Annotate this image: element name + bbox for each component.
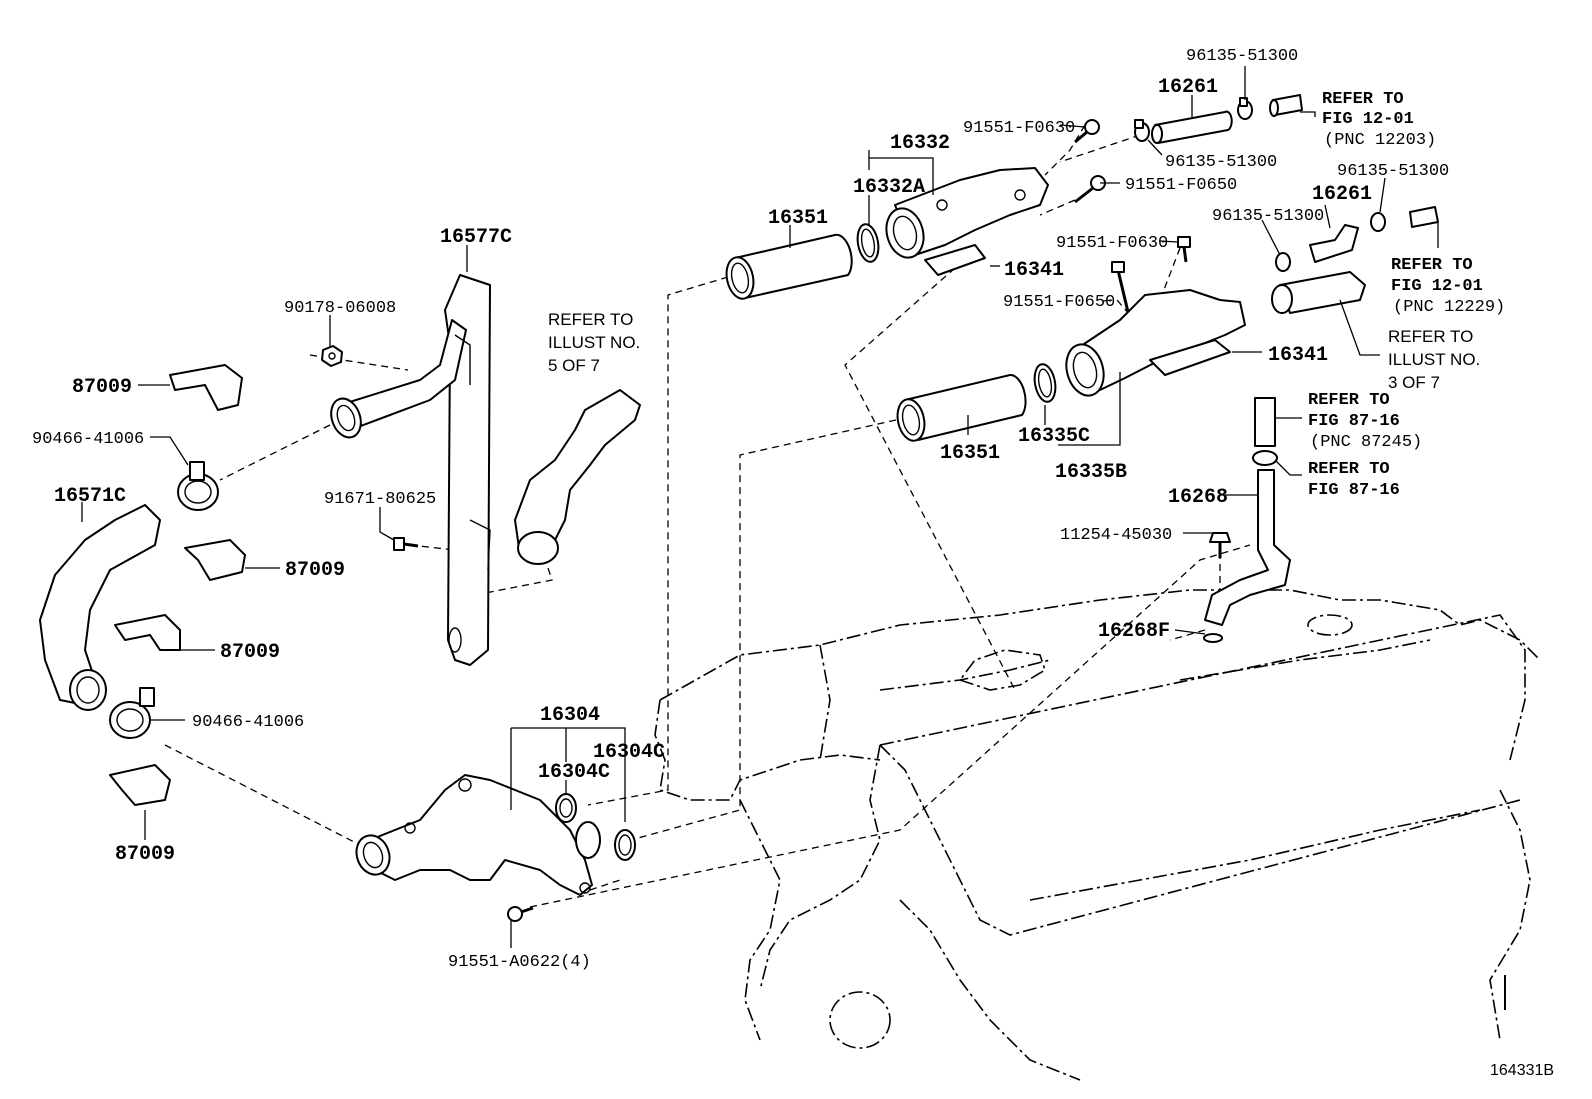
ref-pnc-87245[interactable]: (PNC 87245) (1310, 433, 1422, 452)
clamp-ref-87-16 (1252, 450, 1278, 466)
label-96135-51300-b[interactable]: 96135-51300 (1165, 153, 1277, 172)
label-91551-f0650-upper[interactable]: 91551-F0650 (1125, 176, 1237, 195)
o-ring-16332a[interactable] (855, 223, 881, 264)
pipe-16577c[interactable] (326, 274, 491, 666)
protector-87009-b[interactable] (184, 539, 246, 581)
gasket-16268f[interactable] (1203, 633, 1223, 643)
ref-fig-87-16-b-line2[interactable]: FIG 87-16 (1308, 481, 1400, 500)
pipe-16268[interactable] (1204, 469, 1291, 626)
ref-pnc-12203[interactable]: (PNC 12203) (1324, 131, 1436, 150)
ref-pnc-12229[interactable]: (PNC 12229) (1393, 298, 1505, 317)
o-ring-16304c-a[interactable] (555, 793, 577, 823)
bolt-91551-f0630-upper[interactable] (1074, 119, 1100, 144)
hose-ref-12229 (1409, 206, 1439, 228)
label-90466-41006-lower[interactable]: 90466-41006 (192, 713, 304, 732)
bolt-11254-45030[interactable] (1209, 532, 1231, 558)
label-87009-a[interactable]: 87009 (72, 376, 132, 399)
pipe-16351-lower[interactable] (894, 374, 1027, 443)
label-16341-lower[interactable]: 16341 (1268, 344, 1328, 367)
gasket-16341-upper[interactable] (924, 244, 986, 276)
o-ring-16304c-b[interactable] (614, 829, 636, 861)
clamp-96135-lower-right[interactable] (1370, 212, 1386, 232)
ref-fig-12-01-line1[interactable]: REFER TO (1322, 90, 1404, 109)
label-16335b[interactable]: 16335B (1055, 461, 1127, 484)
ref-fig-12-01-b-line1[interactable]: REFER TO (1391, 256, 1473, 275)
label-90466-41006-upper[interactable]: 90466-41006 (32, 430, 144, 449)
label-16571c[interactable]: 16571C (54, 485, 126, 508)
label-96135-51300-d[interactable]: 96135-51300 (1212, 207, 1324, 226)
leader-lines (81, 66, 1439, 948)
ref-illust-3-line3[interactable]: 3 OF 7 (1388, 373, 1440, 392)
label-16261-lower[interactable]: 16261 (1312, 183, 1372, 206)
protector-87009-d[interactable] (109, 764, 171, 806)
ref-illust-3-line1[interactable]: REFER TO (1388, 327, 1473, 346)
water-inlet-16304[interactable] (351, 774, 601, 896)
label-91671-80625[interactable]: 91671-80625 (324, 490, 436, 509)
ref-fig-12-01-b-line2[interactable]: FIG 12-01 (1391, 277, 1483, 296)
clamp-96135-upper-right[interactable] (1237, 97, 1253, 120)
hose-ref-illust-5 (514, 389, 641, 565)
label-16351-upper[interactable]: 16351 (768, 207, 828, 230)
ref-fig-87-16-b-line1[interactable]: REFER TO (1308, 460, 1390, 479)
label-91551-f0650-lower[interactable]: 91551-F0650 (1003, 293, 1115, 312)
ref-illust-5-line1[interactable]: REFER TO (548, 310, 633, 329)
label-16261-upper[interactable]: 16261 (1158, 76, 1218, 99)
illustration-code: 164331B (1490, 1062, 1554, 1079)
water-outlet-16332[interactable] (881, 167, 1049, 262)
hose-ref-12203 (1269, 94, 1303, 117)
label-16351-lower[interactable]: 16351 (940, 442, 1000, 465)
label-16304[interactable]: 16304 (540, 704, 600, 727)
ref-fig-87-16-line1[interactable]: REFER TO (1308, 391, 1390, 410)
label-16304c-left[interactable]: 16304C (538, 761, 610, 784)
ref-illust-5-line2[interactable]: ILLUST NO. (548, 333, 640, 352)
hose-ref-illust-3 (1271, 271, 1366, 314)
protector-87009-c[interactable] (114, 614, 181, 651)
bolt-91671-80625[interactable] (393, 537, 419, 551)
label-91551-f0630-upper[interactable]: 91551-F0630 (963, 119, 1075, 138)
hose-16261-upper[interactable] (1151, 110, 1233, 144)
assembly-guide-lines (164, 124, 1251, 908)
label-87009-b[interactable]: 87009 (285, 559, 345, 582)
label-90178-06008[interactable]: 90178-06008 (284, 299, 396, 318)
ref-fig-12-01-line2[interactable]: FIG 12-01 (1322, 110, 1414, 129)
label-87009-d[interactable]: 87009 (115, 843, 175, 866)
bolt-91551-f0650-lower[interactable] (1111, 261, 1130, 313)
label-16268f[interactable]: 16268F (1098, 620, 1170, 643)
clamp-96135-upper-left[interactable] (1134, 119, 1150, 142)
pipe-16351-upper[interactable] (723, 233, 853, 301)
water-outlet-16335b[interactable] (1061, 289, 1246, 400)
ref-illust-5-line3[interactable]: 5 OF 7 (548, 356, 600, 375)
o-ring-16335c[interactable] (1032, 363, 1058, 404)
protector-87009-a[interactable] (169, 364, 243, 411)
clamp-90466-upper[interactable] (177, 461, 219, 511)
part-labels: 96135-51300 16261 REFER TO FIG 12-01 (PN… (32, 47, 1554, 1079)
hose-16571c[interactable] (39, 504, 161, 711)
clamp-90466-lower[interactable] (109, 687, 155, 739)
label-16332a[interactable]: 16332A (853, 176, 925, 199)
bolt-91551-f0650-upper[interactable] (1074, 175, 1106, 204)
label-87009-c[interactable]: 87009 (220, 641, 280, 664)
label-16332[interactable]: 16332 (890, 132, 950, 155)
bolt-91551-a0622[interactable] (507, 906, 534, 922)
label-91551-a0622[interactable]: 91551-A0622(4) (448, 953, 591, 972)
label-96135-51300-c[interactable]: 96135-51300 (1337, 162, 1449, 181)
hose-ref-87245 (1254, 397, 1276, 447)
label-16268[interactable]: 16268 (1168, 486, 1228, 509)
label-16341-upper[interactable]: 16341 (1004, 259, 1064, 282)
ref-fig-87-16-line2[interactable]: FIG 87-16 (1308, 412, 1400, 431)
label-11254-45030[interactable]: 11254-45030 (1060, 526, 1172, 545)
label-91551-f0630-lower[interactable]: 91551-F0630 (1056, 234, 1168, 253)
label-16577c[interactable]: 16577C (440, 226, 512, 249)
label-96135-51300-top[interactable]: 96135-51300 (1186, 47, 1298, 66)
label-16304c-right[interactable]: 16304C (593, 741, 665, 764)
label-16335c[interactable]: 16335C (1018, 425, 1090, 448)
clamp-96135-lower-left[interactable] (1275, 252, 1291, 272)
nut-90178-06008[interactable] (321, 345, 343, 367)
hose-16261-lower[interactable] (1309, 224, 1359, 263)
ref-illust-3-line2[interactable]: ILLUST NO. (1388, 350, 1480, 369)
engine-block-outline (654, 589, 1541, 1081)
